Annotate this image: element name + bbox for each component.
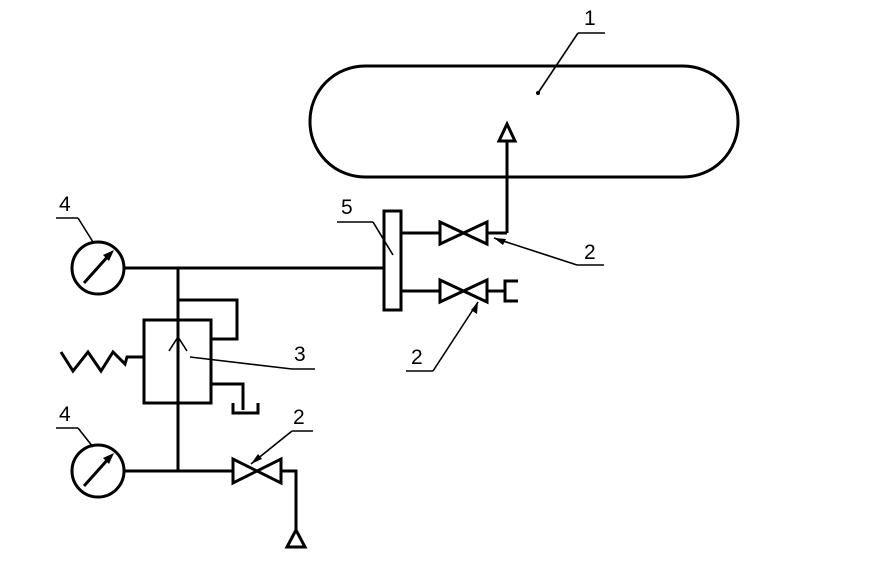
regulator-spring-icon	[59, 349, 144, 374]
regulator-flow-arrow-icon	[168, 335, 188, 352]
leader-5	[372, 221, 394, 256]
leader-2-mid-arrowhead-icon	[471, 302, 478, 314]
gauge-top	[70, 240, 126, 296]
leader-3	[189, 356, 293, 370]
label-tank: 1	[584, 7, 596, 30]
regulator-drain-line	[211, 382, 245, 410]
gauge-top-needle	[82, 252, 112, 285]
tank-inlet-arrow-icon	[496, 120, 518, 143]
plug-cap-icon	[503, 279, 518, 303]
leader-2-bottom-arrowhead-icon	[251, 454, 262, 464]
bottom-outlet-arrow-icon	[284, 526, 308, 549]
leader-2-mid	[432, 301, 479, 372]
label-manifold: 5	[341, 196, 353, 219]
label-regulator: 3	[294, 343, 306, 366]
label-valve-top: 2	[584, 241, 596, 264]
valve-mid-icon	[438, 277, 489, 305]
valve-bottom-icon	[231, 456, 283, 486]
regulator-body	[142, 318, 213, 405]
pipe-bottom-valve-outlet	[281, 469, 298, 530]
label-gauge-top: 4	[59, 193, 71, 216]
leader-4-top	[77, 217, 94, 243]
regulator-pilot-line	[178, 298, 239, 341]
label-valve-mid: 2	[411, 346, 423, 369]
leader-4-bottom	[77, 427, 94, 448]
valve-top-icon	[438, 219, 489, 247]
leader-1	[537, 32, 579, 94]
manifold-block	[382, 209, 403, 312]
leader-2-top-arrowhead-icon	[494, 238, 506, 245]
regulator-drain-icon	[231, 403, 260, 415]
leader-2-top	[493, 237, 578, 266]
gauge-bottom-needle	[82, 455, 112, 488]
label-valve-bottom: 2	[293, 406, 305, 429]
gauge-top-needle-tip-icon	[103, 250, 114, 261]
gauge-bottom	[70, 443, 126, 499]
gauge-bottom-needle-tip-icon	[103, 453, 114, 464]
label-gauge-bottom: 4	[59, 403, 71, 426]
tank	[308, 64, 740, 179]
